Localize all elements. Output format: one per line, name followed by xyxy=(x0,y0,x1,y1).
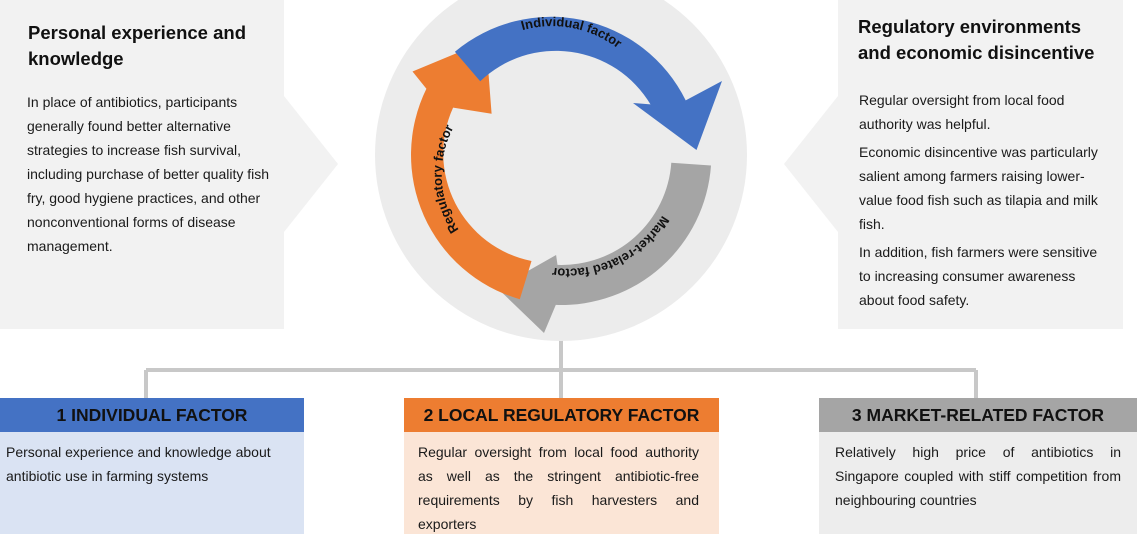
regulatory-environment-text: Regular oversight from local food author… xyxy=(859,88,1104,316)
regulatory-environment-title: Regulatory environments and economic dis… xyxy=(858,16,1095,63)
regulatory-environment-panel: Regulatory environments and economic dis… xyxy=(838,0,1123,329)
regulatory-arrow xyxy=(411,41,532,300)
individual-arrow xyxy=(454,16,722,150)
connector-lines xyxy=(144,340,978,398)
personal-experience-panel: Personal experience and knowledge In pla… xyxy=(0,0,284,329)
personal-experience-title: Personal experience and knowledge xyxy=(28,22,246,69)
right-panel-pointer xyxy=(784,96,838,232)
left-panel-pointer xyxy=(284,96,338,232)
market-related-arrow xyxy=(497,162,711,333)
regulatory-paragraph-disincentive: Economic disincentive was particularly s… xyxy=(859,144,1098,232)
regulatory-paragraph-oversight: Regular oversight from local food author… xyxy=(859,92,1065,132)
regulatory-paragraph-consumer: In addition, fish farmers were sensitive… xyxy=(859,244,1098,308)
market-related-factor-box: 3 MARKET-RELATED FACTOR Relatively high … xyxy=(819,398,1137,534)
individual-factor-box: 1 INDIVIDUAL FACTOR Personal experience … xyxy=(0,398,304,534)
individual-factor-heading: 1 INDIVIDUAL FACTOR xyxy=(0,398,304,432)
individual-factor-text: Personal experience and knowledge about … xyxy=(0,432,304,534)
local-regulatory-factor-heading: 2 LOCAL REGULATORY FACTOR xyxy=(404,398,719,432)
personal-experience-text: In place of antibiotics, participants ge… xyxy=(27,94,270,254)
market-related-factor-heading: 3 MARKET-RELATED FACTOR xyxy=(819,398,1137,432)
market-related-factor-text: Relatively high price of antibiotics in … xyxy=(819,432,1137,534)
local-regulatory-factor-text: Regular oversight from local food author… xyxy=(404,432,719,534)
local-regulatory-factor-box: 2 LOCAL REGULATORY FACTOR Regular oversi… xyxy=(404,398,719,534)
